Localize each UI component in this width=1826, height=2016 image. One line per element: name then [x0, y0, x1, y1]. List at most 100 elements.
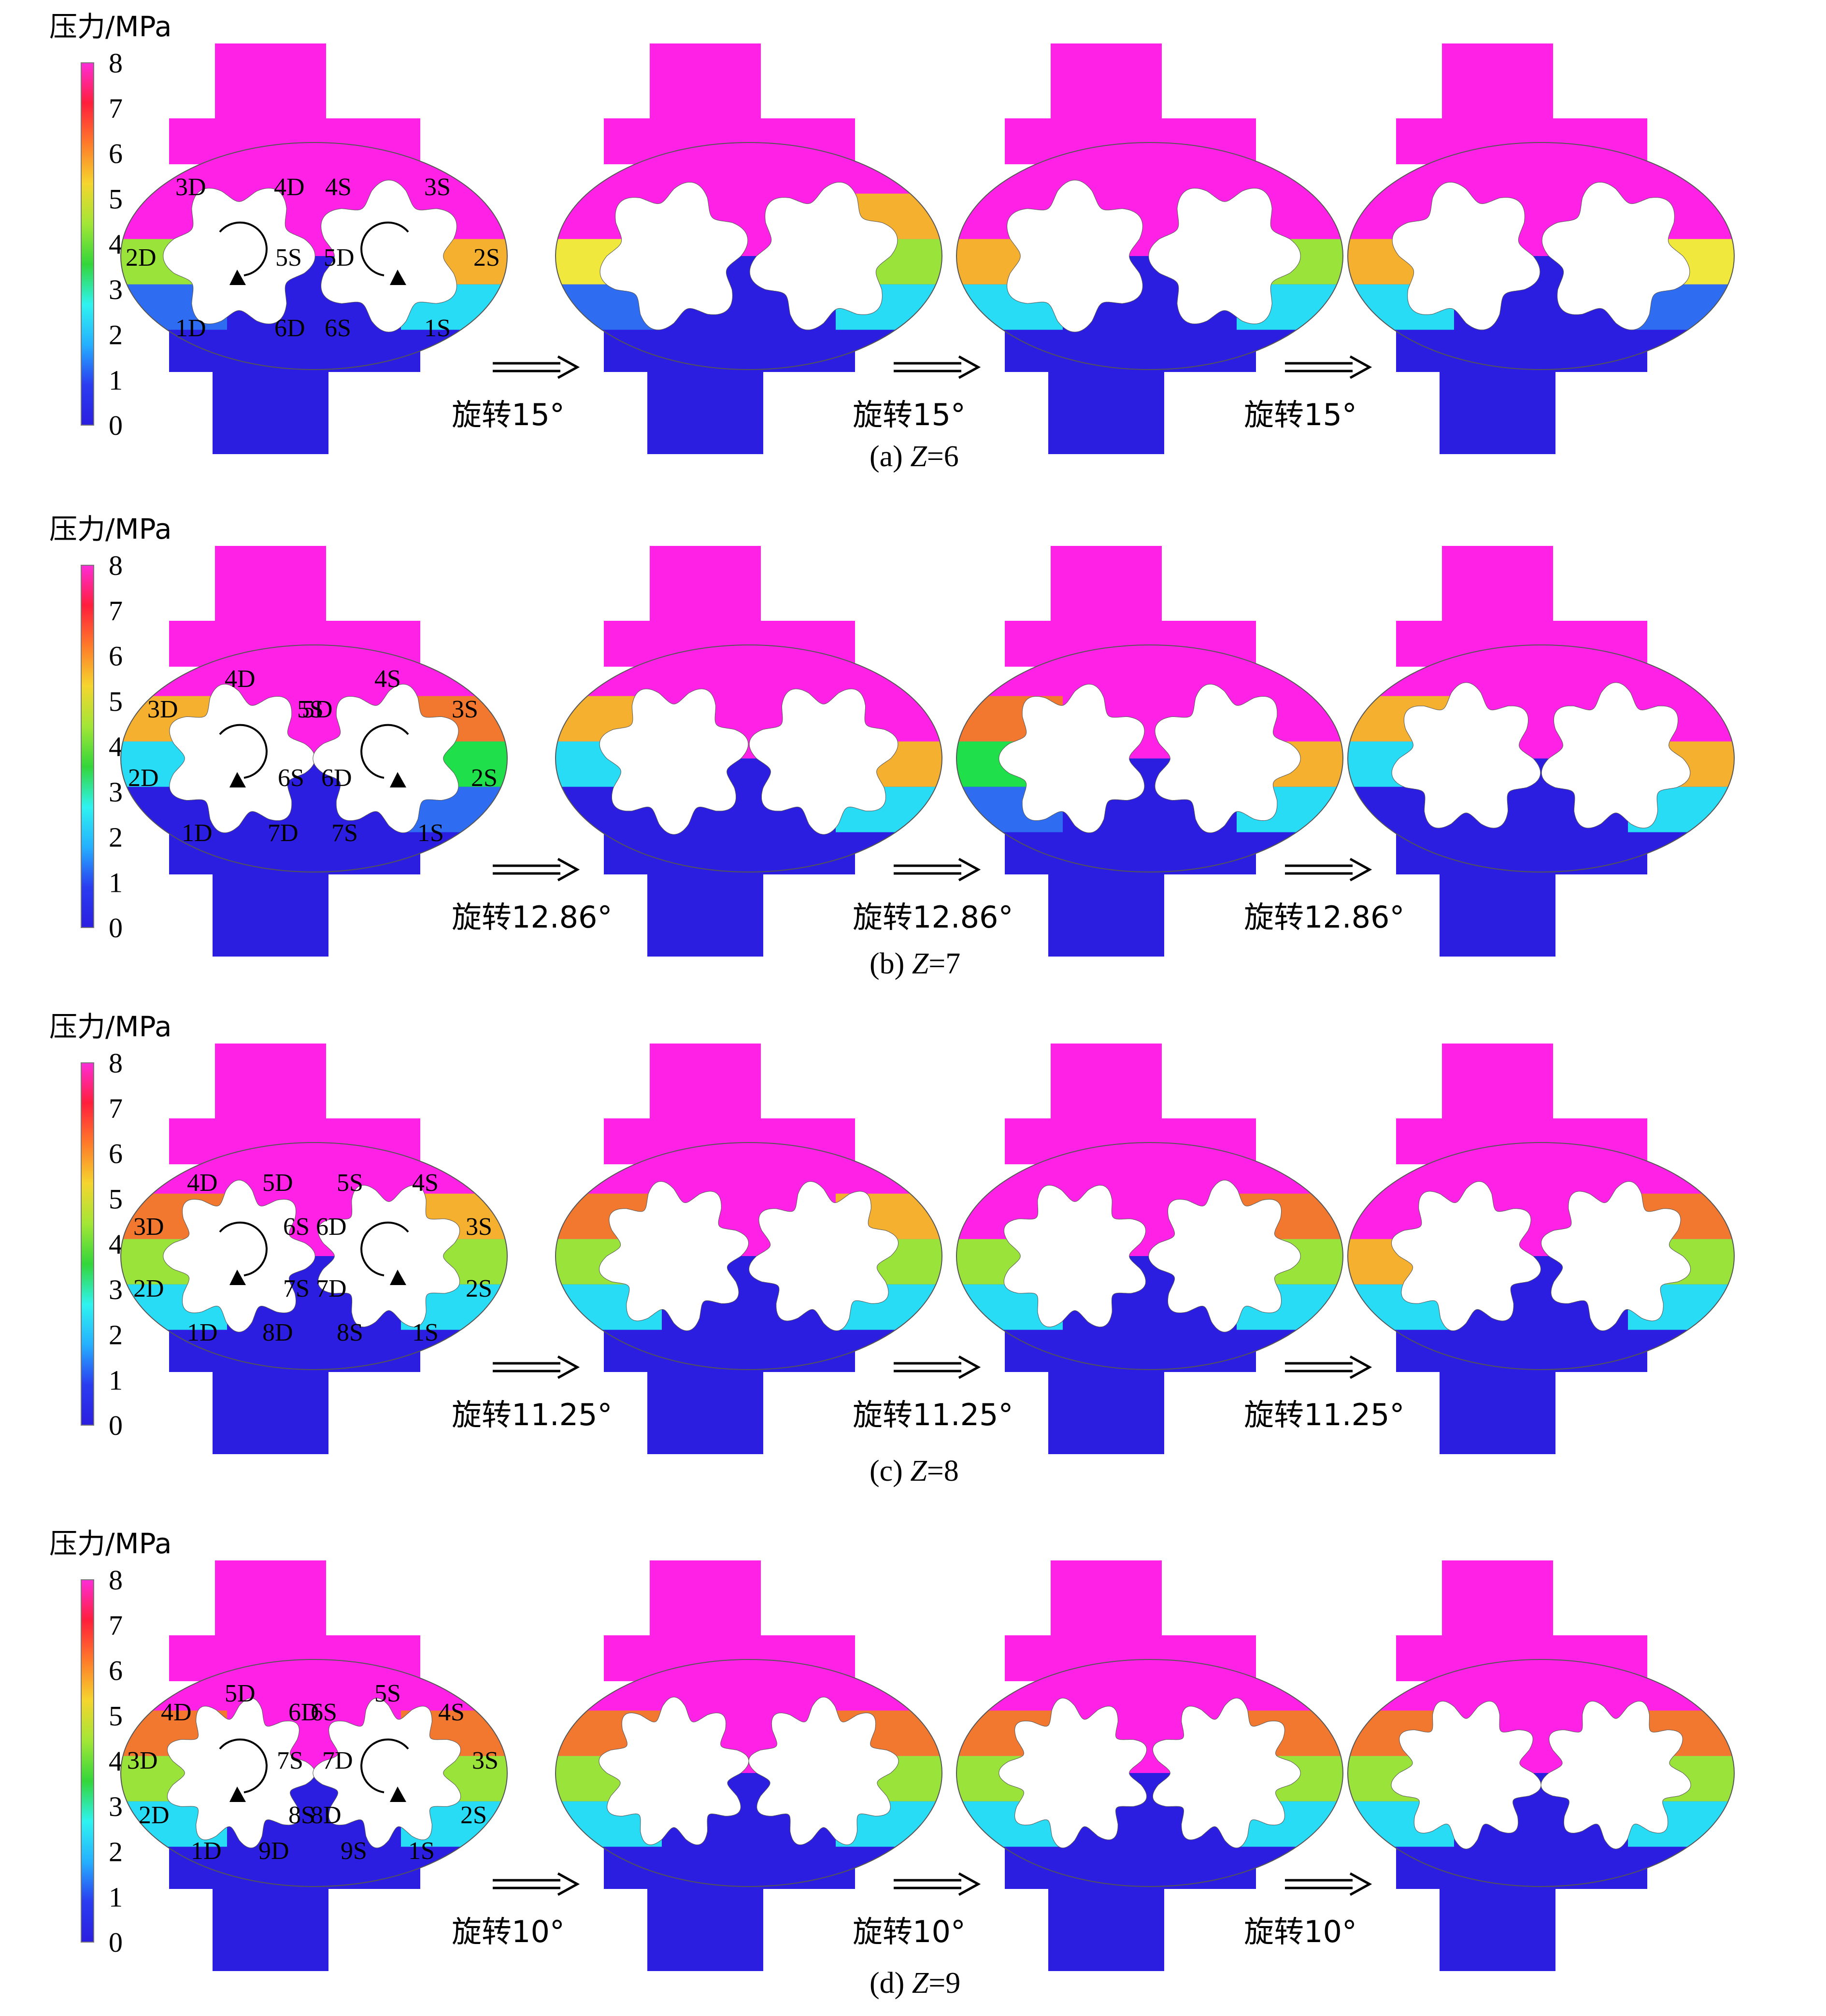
drive-rotor [999, 684, 1145, 833]
panel-caption: (a) Z=6 [870, 440, 959, 473]
arrowhead-icon [390, 1787, 406, 1802]
colorbar-tick: 2 [109, 1319, 123, 1351]
inlet-neck [213, 870, 328, 957]
tooth-label: 4S [325, 173, 352, 201]
colorbar-tick: 5 [109, 1183, 123, 1215]
caption-prefix: (a) [870, 440, 910, 473]
colorbar-scale [81, 1062, 94, 1426]
driven-rotor [749, 1181, 899, 1331]
inlet-neck [647, 1884, 763, 1971]
rotation-arrow [493, 355, 580, 379]
tooth-label: 4S [412, 1169, 439, 1197]
pump-frame [555, 1560, 942, 1971]
colorbar-tick: 6 [109, 1138, 123, 1170]
colorbar-scale [81, 62, 94, 426]
driven-rotor [313, 684, 459, 833]
tooth-label: 1D [175, 315, 206, 342]
pump-casing [555, 1142, 942, 1370]
arrowhead-icon [229, 270, 246, 285]
tooth-label: 3S [452, 696, 478, 723]
clockwise-arrow-icon [219, 724, 268, 779]
inlet-neck [1440, 1367, 1555, 1454]
colorbar-tick: 1 [109, 867, 123, 898]
colorbar-tick: 3 [109, 776, 123, 808]
counterclockwise-arrow-icon [360, 724, 409, 779]
inlet-neck [213, 1884, 328, 1971]
tooth-label: 5S [374, 1680, 401, 1707]
drive-rotor [599, 1181, 749, 1331]
caption-suffix: =6 [927, 440, 959, 473]
pump-casing [956, 142, 1343, 370]
pump-casing [956, 644, 1343, 872]
drive-rotor [999, 1698, 1147, 1848]
rotation-arrow [493, 1355, 580, 1379]
tooth-label: 2D [126, 244, 157, 272]
colorbar-title: 压力/MPa [49, 1010, 172, 1043]
inlet-neck [1048, 1884, 1164, 1971]
panel-caption: (b) Z=7 [870, 947, 960, 980]
tooth-label: 4D [187, 1169, 218, 1197]
tooth-label: 7S [331, 819, 358, 847]
colorbar-tick: 0 [109, 410, 123, 441]
pump-casing [555, 1659, 942, 1887]
inlet-neck [1048, 1367, 1164, 1454]
caption-prefix: (c) [870, 1455, 910, 1487]
pump-casing [120, 644, 508, 872]
clockwise-arrow-icon [219, 221, 268, 276]
tooth-label: 3D [127, 1747, 158, 1774]
colorbar-tick: 8 [109, 1047, 123, 1079]
driven-rotor [749, 688, 899, 835]
tooth-label: 4D [161, 1699, 192, 1726]
driven-rotor [1148, 1180, 1301, 1332]
tooth-label: 1S [424, 315, 451, 342]
rotation-arrow [1285, 858, 1372, 882]
rotation-arrow [493, 858, 580, 882]
rotation-step-label: 旋转10° [853, 1914, 966, 1949]
counterclockwise-arrow-icon [360, 1221, 409, 1276]
colorbar-tick: 6 [109, 1655, 123, 1687]
pump-casing [120, 142, 508, 370]
tooth-label: 7D [268, 819, 299, 847]
colorbar-tick: 3 [109, 1791, 123, 1822]
colorbar-tick: 7 [109, 1093, 123, 1124]
caption-prefix: (b) [870, 947, 912, 980]
colorbar-title: 压力/MPa [49, 513, 172, 545]
counterclockwise-arrow-icon [360, 1738, 409, 1793]
tooth-label: 8S [337, 1319, 363, 1346]
pump-frame [1347, 546, 1735, 957]
colorbar-tick: 5 [109, 1700, 123, 1731]
drive-rotor [599, 688, 749, 835]
clockwise-arrow-icon [219, 1221, 268, 1276]
pump-casing [1347, 142, 1735, 370]
colorbar-tick: 0 [109, 912, 123, 944]
rotation-arrow [1285, 355, 1372, 379]
colorbar-tick: 7 [109, 1610, 123, 1641]
colorbar-tick: 1 [109, 1364, 123, 1396]
rotation-step-label: 旋转15° [853, 397, 966, 432]
pump-casing [555, 644, 942, 872]
rotation-step-label: 旋转15° [452, 397, 565, 432]
pump-casing [1347, 644, 1735, 872]
driven-rotor [317, 1185, 460, 1328]
tooth-label: 3D [133, 1213, 164, 1241]
colorbar-tick: 0 [109, 1927, 123, 1958]
tooth-label: 1D [191, 1837, 222, 1865]
tooth-label: 1D [182, 819, 213, 847]
colorbar-tick: 1 [109, 364, 123, 396]
driven-rotor [749, 182, 898, 330]
inlet-neck [213, 367, 328, 454]
tooth-label: 5D [324, 244, 355, 272]
drive-rotor [599, 182, 748, 330]
driven-rotor [748, 1697, 899, 1845]
rotation-arrow [894, 858, 981, 882]
driven-rotor [1541, 182, 1690, 330]
tooth-label: 1D [187, 1319, 218, 1346]
tooth-label: 3S [424, 173, 451, 201]
driven-rotor [1541, 1181, 1691, 1331]
pump-frame [1347, 43, 1735, 454]
